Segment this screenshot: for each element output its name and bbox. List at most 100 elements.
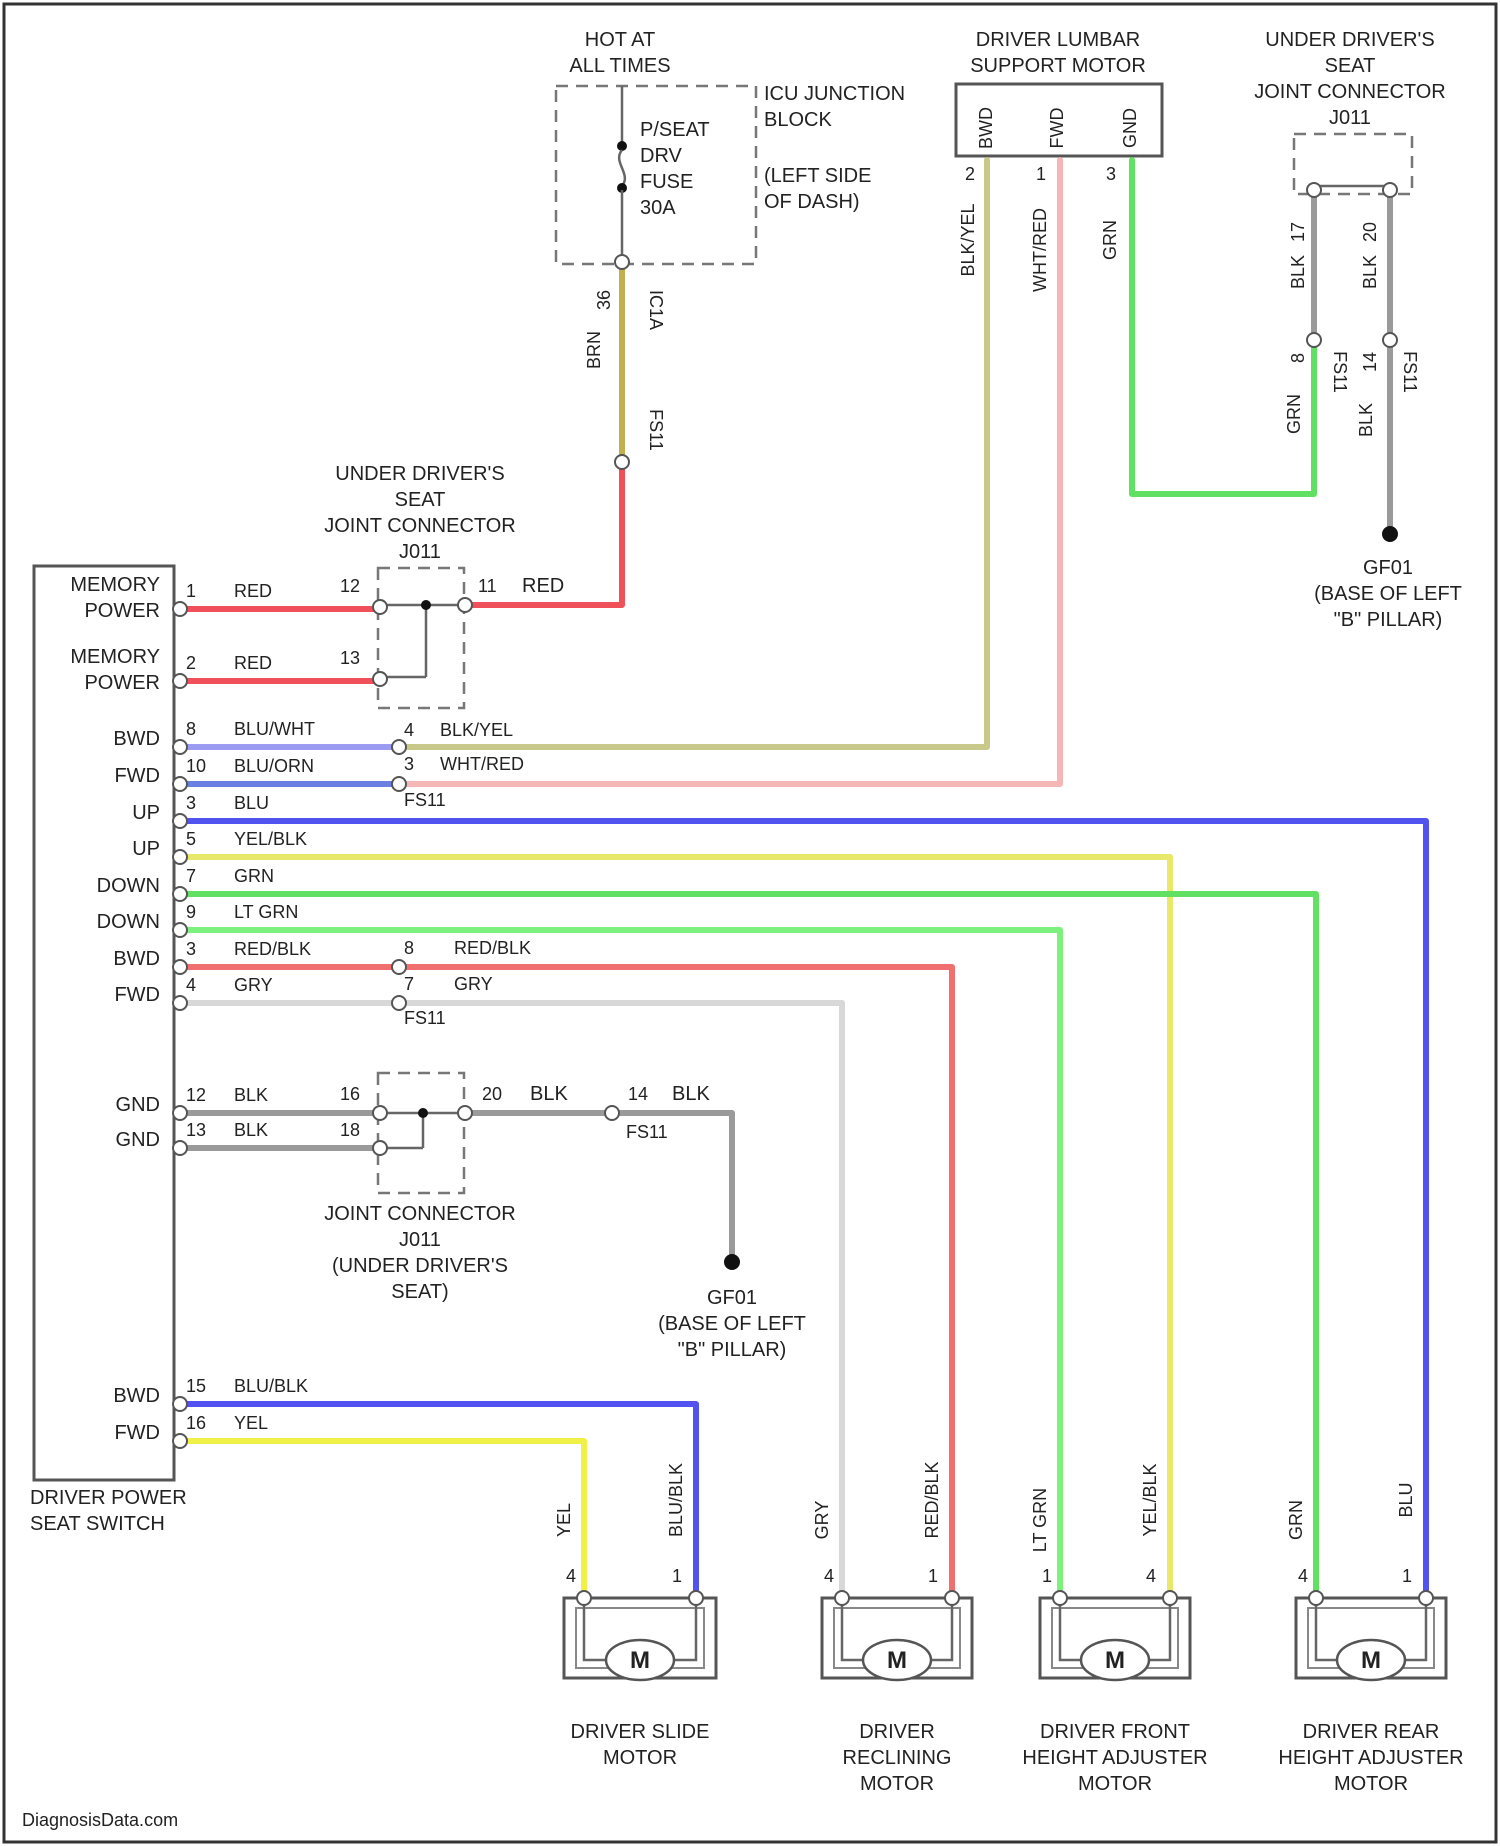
motor-pin-b: 1 — [1402, 1566, 1412, 1586]
term-switch-pin-7 — [173, 923, 187, 937]
motor-title-line: MOTOR — [860, 1773, 934, 1795]
lumbar-inline-wire-a: BLK/YEL — [440, 720, 513, 740]
switch-row-pin: 7 — [186, 866, 196, 886]
wire-gnd-out — [465, 1113, 732, 1262]
term-lumbar-inline-4 — [392, 740, 406, 754]
term-switch-pin-4 — [173, 814, 187, 828]
lumbar-inline-wire-b: WHT/RED — [440, 754, 524, 774]
hot-label-line2: ALL TIMES — [569, 55, 670, 77]
jc-mid-title-line3: JOINT CONNECTOR — [324, 515, 516, 537]
switch-row-wire: RED — [234, 653, 272, 673]
switch-row-pin: 4 — [186, 975, 196, 995]
fuse-label-line3: FUSE — [640, 171, 693, 193]
jc-top-right-wire-top-right: BLK — [1360, 255, 1380, 289]
term-jc-bot-20 — [458, 1106, 472, 1120]
lumbar-pin-1: 1 — [1036, 164, 1046, 184]
term-switch-pin-3 — [173, 777, 187, 791]
ground-gf01-bottom-loc2: "B" PILLAR) — [678, 1339, 787, 1361]
switch-title-line2: SEAT SWITCH — [30, 1513, 165, 1535]
motor-pin-b: 1 — [672, 1566, 682, 1586]
switch-row-label: FWD — [114, 984, 160, 1006]
lumbar-wire-fwd: WHT/RED — [1030, 208, 1050, 292]
switch-row-pin: 3 — [186, 939, 196, 959]
motor-term-b — [689, 1591, 703, 1605]
motor-term-a — [1053, 1591, 1067, 1605]
term-jc-tr-14 — [1383, 333, 1397, 347]
motor-pin-a: 4 — [1298, 1566, 1308, 1586]
motor-title-line: HEIGHT ADJUSTER — [1278, 1747, 1463, 1769]
fuse-block: HOT AT ALL TIMES P/SEAT DRV FUSE 30A ICU… — [556, 29, 905, 451]
switch-rows: MEMORYPOWER1REDMEMORYPOWER2REDBWD8BLU/WH… — [70, 574, 315, 1444]
recline-inline-pin-7: 7 — [404, 974, 414, 994]
switch-row-wire: BLU/BLK — [234, 1376, 308, 1396]
switch-row-wire: YEL/BLK — [234, 829, 307, 849]
jc-mid-outline — [378, 568, 464, 708]
motor-1: M41GRYRED/BLKDRIVERRECLININGMOTOR — [812, 1461, 972, 1795]
location-label-line2: OF DASH) — [764, 191, 860, 213]
lumbar-wire-bwd: BLK/YEL — [958, 203, 978, 276]
jc-top-right-wire-grn: GRN — [1284, 394, 1304, 434]
recline-inline-connector: FS11 — [404, 1008, 446, 1028]
wire-lumbar-gnd — [1132, 160, 1314, 494]
wire-slide-bwd — [180, 1404, 696, 1598]
motor-term-a — [835, 1591, 849, 1605]
switch-row-pin: 8 — [186, 719, 196, 739]
recline-inline-wire-a: RED/BLK — [454, 938, 531, 958]
switch-row-label: POWER — [84, 600, 160, 622]
motor-symbol-letter: M — [887, 1647, 907, 1674]
switch-row-wire: BLK — [234, 1120, 268, 1140]
term-jc-tr-20 — [1383, 183, 1397, 197]
jc-bottom-connector: FS11 — [626, 1122, 668, 1142]
switch-row-label: MEMORY — [70, 646, 160, 668]
switch-row-label: MEMORY — [70, 574, 160, 596]
ground-gf01-bottom-loc1: (BASE OF LEFT — [658, 1313, 806, 1335]
jc-mid-title-line2: SEAT — [395, 489, 446, 511]
switch-row-label: BWD — [113, 1385, 160, 1407]
jc-bottom-pin-18: 18 — [340, 1120, 360, 1140]
lumbar-wire-gnd: GRN — [1100, 220, 1120, 260]
term-jc-mid-11 — [458, 598, 472, 612]
term-fuse-fs — [615, 455, 629, 469]
term-jc-tr-17 — [1307, 183, 1321, 197]
jc-bottom-splice — [418, 1108, 428, 1118]
fuse-label-line2: DRV — [640, 145, 683, 167]
jc-top-right-connector-right: FS11 — [1400, 351, 1420, 393]
term-switch-pin-5 — [173, 850, 187, 864]
fuse-element — [619, 150, 625, 186]
jc-mid-title-line1: UNDER DRIVER'S — [335, 463, 504, 485]
motor-pin-a: 4 — [824, 1566, 834, 1586]
switch-row-wire: GRN — [234, 866, 274, 886]
jc-bottom-title-line3: (UNDER DRIVER'S — [332, 1255, 508, 1277]
wire-slide-fwd — [180, 1441, 584, 1598]
term-switch-pin-11 — [173, 1141, 187, 1155]
motor-title-line: DRIVER — [859, 1721, 935, 1743]
switch-row-label: UP — [132, 802, 160, 824]
recline-inline-wire-b: GRY — [454, 974, 493, 994]
switch-row-label: DOWN — [97, 911, 160, 933]
lumbar-pin-label-bwd: BWD — [976, 107, 996, 149]
jc-top-right-connector-left: FS11 — [1330, 351, 1350, 393]
switch-row-pin: 12 — [186, 1085, 206, 1105]
motor-symbol-letter: M — [630, 1647, 650, 1674]
switch-row-pin: 5 — [186, 829, 196, 849]
switch-row-pin: 3 — [186, 793, 196, 813]
switch-row-label: UP — [132, 838, 160, 860]
ground-gf01-top-loc2: "B" PILLAR) — [1334, 609, 1443, 631]
motor-wire-a: LT GRN — [1030, 1488, 1050, 1552]
term-switch-pin-8 — [173, 960, 187, 974]
term-fs-14 — [605, 1106, 619, 1120]
jc-top-right-pin-14: 14 — [1360, 352, 1380, 372]
switch-row-label: BWD — [113, 728, 160, 750]
term-recline-inline-7 — [392, 996, 406, 1010]
term-jc-bot-16 — [373, 1106, 387, 1120]
motor-symbol-letter: M — [1361, 1647, 1381, 1674]
junction-label-line2: BLOCK — [764, 109, 832, 131]
motor-title-line: MOTOR — [1078, 1773, 1152, 1795]
motor-wire-a: GRY — [812, 1501, 832, 1540]
motor-term-b — [1163, 1591, 1177, 1605]
ground-dot-top — [1382, 526, 1398, 542]
wires — [173, 160, 1426, 1598]
jc-mid-out-wire: RED — [522, 575, 564, 597]
